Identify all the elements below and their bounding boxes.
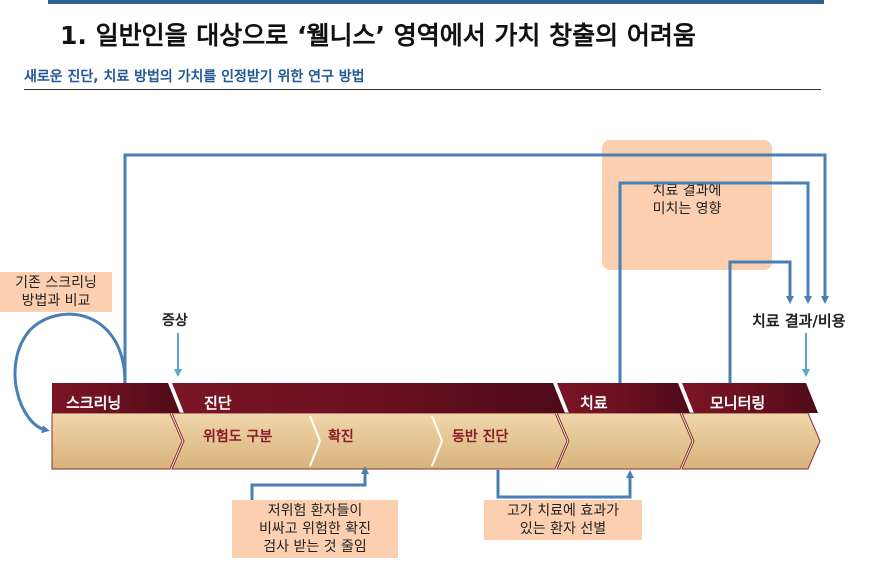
costly-treatment-line-1: 고가 치료에 효과가	[507, 503, 619, 519]
subtitle-divider	[24, 89, 821, 90]
substep-companion-diagnosis: 동반 진단	[452, 429, 509, 445]
treatment-effect-line-1: 치료 결과에	[652, 183, 722, 199]
treatment-effect-note: 치료 결과에 미치는 영향	[602, 140, 772, 270]
low-risk-note: 저위험 환자들이 비싸고 위험한 확진 검사 받는 것 줄임	[232, 500, 398, 558]
stage-monitoring: 모니터링	[710, 394, 766, 412]
process-band-dark	[52, 383, 818, 413]
cost-label: 치료 결과/비용	[752, 312, 846, 330]
stage-diagnosis: 진단	[204, 394, 232, 412]
stage-treatment: 치료	[580, 394, 608, 412]
screening-compare-line-2: 방법과 비교	[21, 293, 91, 309]
substep-confirmation: 확진	[328, 429, 354, 445]
flow-arrows	[13, 153, 829, 500]
costly-treatment-note: 고가 치료에 효과가 있는 환자 선별	[484, 500, 642, 540]
stage-screening: 스크리닝	[66, 394, 122, 412]
indicator-arrows	[174, 333, 810, 377]
costly-treatment-line-2: 있는 환자 선별	[519, 521, 607, 537]
page-subtitle: 새로운 진단, 치료 방법의 가치를 인정받기 위한 연구 방법	[24, 69, 365, 85]
low-risk-line-1: 저위험 환자들이	[267, 503, 363, 519]
low-risk-line-3: 검사 받는 것 줄임	[263, 539, 367, 555]
treatment-effect-line-2: 미치는 영향	[652, 201, 722, 217]
page-title: 1. 일반인을 대상으로 ‘웰니스’ 영역에서 가치 창출의 어려움	[60, 21, 696, 50]
screening-compare-line-1: 기존 스크리닝	[15, 275, 97, 291]
top-rule	[48, 0, 824, 4]
screening-compare-note: 기존 스크리닝 방법과 비교	[0, 272, 112, 312]
low-risk-line-2: 비싸고 위험한 확진	[259, 521, 371, 537]
process-band-light	[51, 412, 821, 470]
substep-risk-stratification: 위험도 구분	[203, 429, 273, 445]
symptom-label: 증상	[162, 313, 188, 329]
